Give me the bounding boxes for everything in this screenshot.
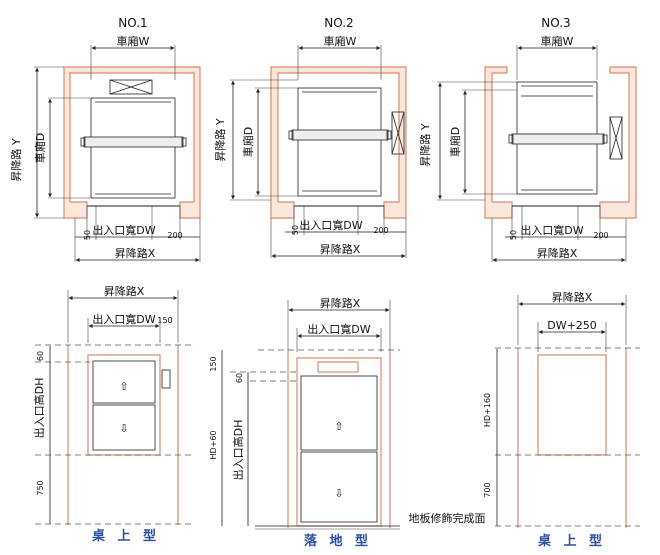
elevation-1: 昇降路X 出入口寬DW 150 ⇧ ⇩ 60 出入口高DH 750 桌 上 型 [32, 284, 195, 544]
type-label: 桌 上 型 [92, 528, 160, 544]
shaft-wall-left [484, 66, 513, 219]
type-label: 落 地 型 [304, 533, 372, 549]
shaft-x-label: 昇降路X [104, 284, 145, 298]
door-height-label: 出入口高DH [32, 378, 46, 439]
door-width-label: 出入口寬DW [520, 223, 583, 237]
car-depth-label: 車廂D [33, 133, 47, 163]
dim-60: 60 [235, 373, 244, 383]
plan-title: NO.1 [118, 16, 147, 30]
door-frame [296, 357, 382, 527]
door-frame [87, 354, 161, 456]
call-button-box [161, 369, 171, 389]
dim-750: 750 [36, 480, 45, 495]
shaft-x-label: 昇降路X [320, 242, 361, 256]
hd160-label: HD+160 [483, 393, 492, 427]
car-depth-label: 車廂D [448, 127, 462, 157]
plan-no3: NO.3 車廂W 昇降路 Y 車廂D 50 出入口寬DW [418, 16, 637, 262]
down-arrow-icon: ⇩ [334, 487, 343, 500]
dim-150: 150 [209, 356, 218, 371]
door-panel-upper [92, 360, 156, 404]
shaft-x-label: 昇降路X [552, 290, 593, 304]
dim-50: 50 [291, 225, 300, 235]
plan-title: NO.2 [324, 16, 353, 30]
door-panel-lower [300, 451, 378, 523]
door-width-label: 出入口寬DW [307, 322, 370, 336]
down-arrow-icon: ⇩ [119, 422, 128, 435]
car-width-label: 車廂W [117, 34, 150, 48]
dim-50: 50 [83, 230, 92, 240]
counterweight [391, 111, 405, 155]
plan-no1: NO.1 車廂W 昇降路 Y 車廂D [9, 16, 201, 262]
car-width-label: 車廂W [541, 34, 574, 48]
door-frame [537, 354, 607, 456]
dw250-label: DW+250 [547, 319, 597, 332]
type-label: 桌 上 型 [538, 533, 606, 549]
shaft-x-label: 昇降路X [115, 246, 156, 260]
counterweight [109, 79, 153, 95]
shaft-y-label: 昇降路 Y [418, 123, 432, 166]
door-width-label: 出入口寬DW [92, 312, 155, 326]
car-width-label: 車廂W [324, 34, 357, 48]
dim-700: 700 [483, 482, 492, 497]
guide-rail [291, 129, 389, 141]
plan-title: NO.3 [541, 16, 570, 30]
door-width-label: 出入口寬DW [299, 218, 362, 232]
shaft-x-label: 昇降路X [537, 246, 578, 260]
door-panel-upper [300, 375, 378, 451]
hd60-label: HD+60 [209, 430, 218, 459]
indicator-panel [317, 361, 359, 373]
counterweight [609, 116, 623, 160]
guide-rail [83, 136, 184, 148]
dim-50: 50 [509, 230, 518, 240]
shaft-y-label: 昇降路 Y [9, 138, 23, 181]
elevation-3: 昇降路X DW+250 HD+160 700 桌 上 型 [483, 290, 640, 549]
guide-rail [511, 133, 605, 145]
car [297, 87, 382, 197]
door-width-label: 出入口寬DW [92, 223, 155, 237]
car [90, 97, 176, 199]
up-arrow-icon: ⇧ [119, 380, 128, 393]
dim-60: 60 [36, 351, 45, 361]
dim-200: 200 [373, 226, 388, 235]
dim-200: 200 [167, 231, 182, 240]
car-depth-label: 車廂D [241, 127, 255, 157]
floor-finish-label: 地板修飾完成面 [409, 511, 486, 525]
up-arrow-icon: ⇧ [334, 420, 343, 433]
shaft-wall-right [599, 66, 637, 219]
elevation-2: 昇降路X 出入口寬DW ⇧ ⇩ 150 60 HD+60 出入口高DH 地板修飾… [209, 296, 486, 549]
plan-no2: NO.2 車廂W 昇降路 Y 車廂D 50 出入口寬DW 200 [213, 16, 407, 258]
dim-200: 200 [593, 231, 608, 240]
door-panel-lower [92, 404, 156, 451]
shaft-y-label: 昇降路 Y [213, 118, 227, 161]
shaft-x-label: 昇降路X [320, 296, 361, 310]
dim-150: 150 [157, 316, 172, 325]
door-height-label: 出入口高DH [231, 420, 245, 481]
